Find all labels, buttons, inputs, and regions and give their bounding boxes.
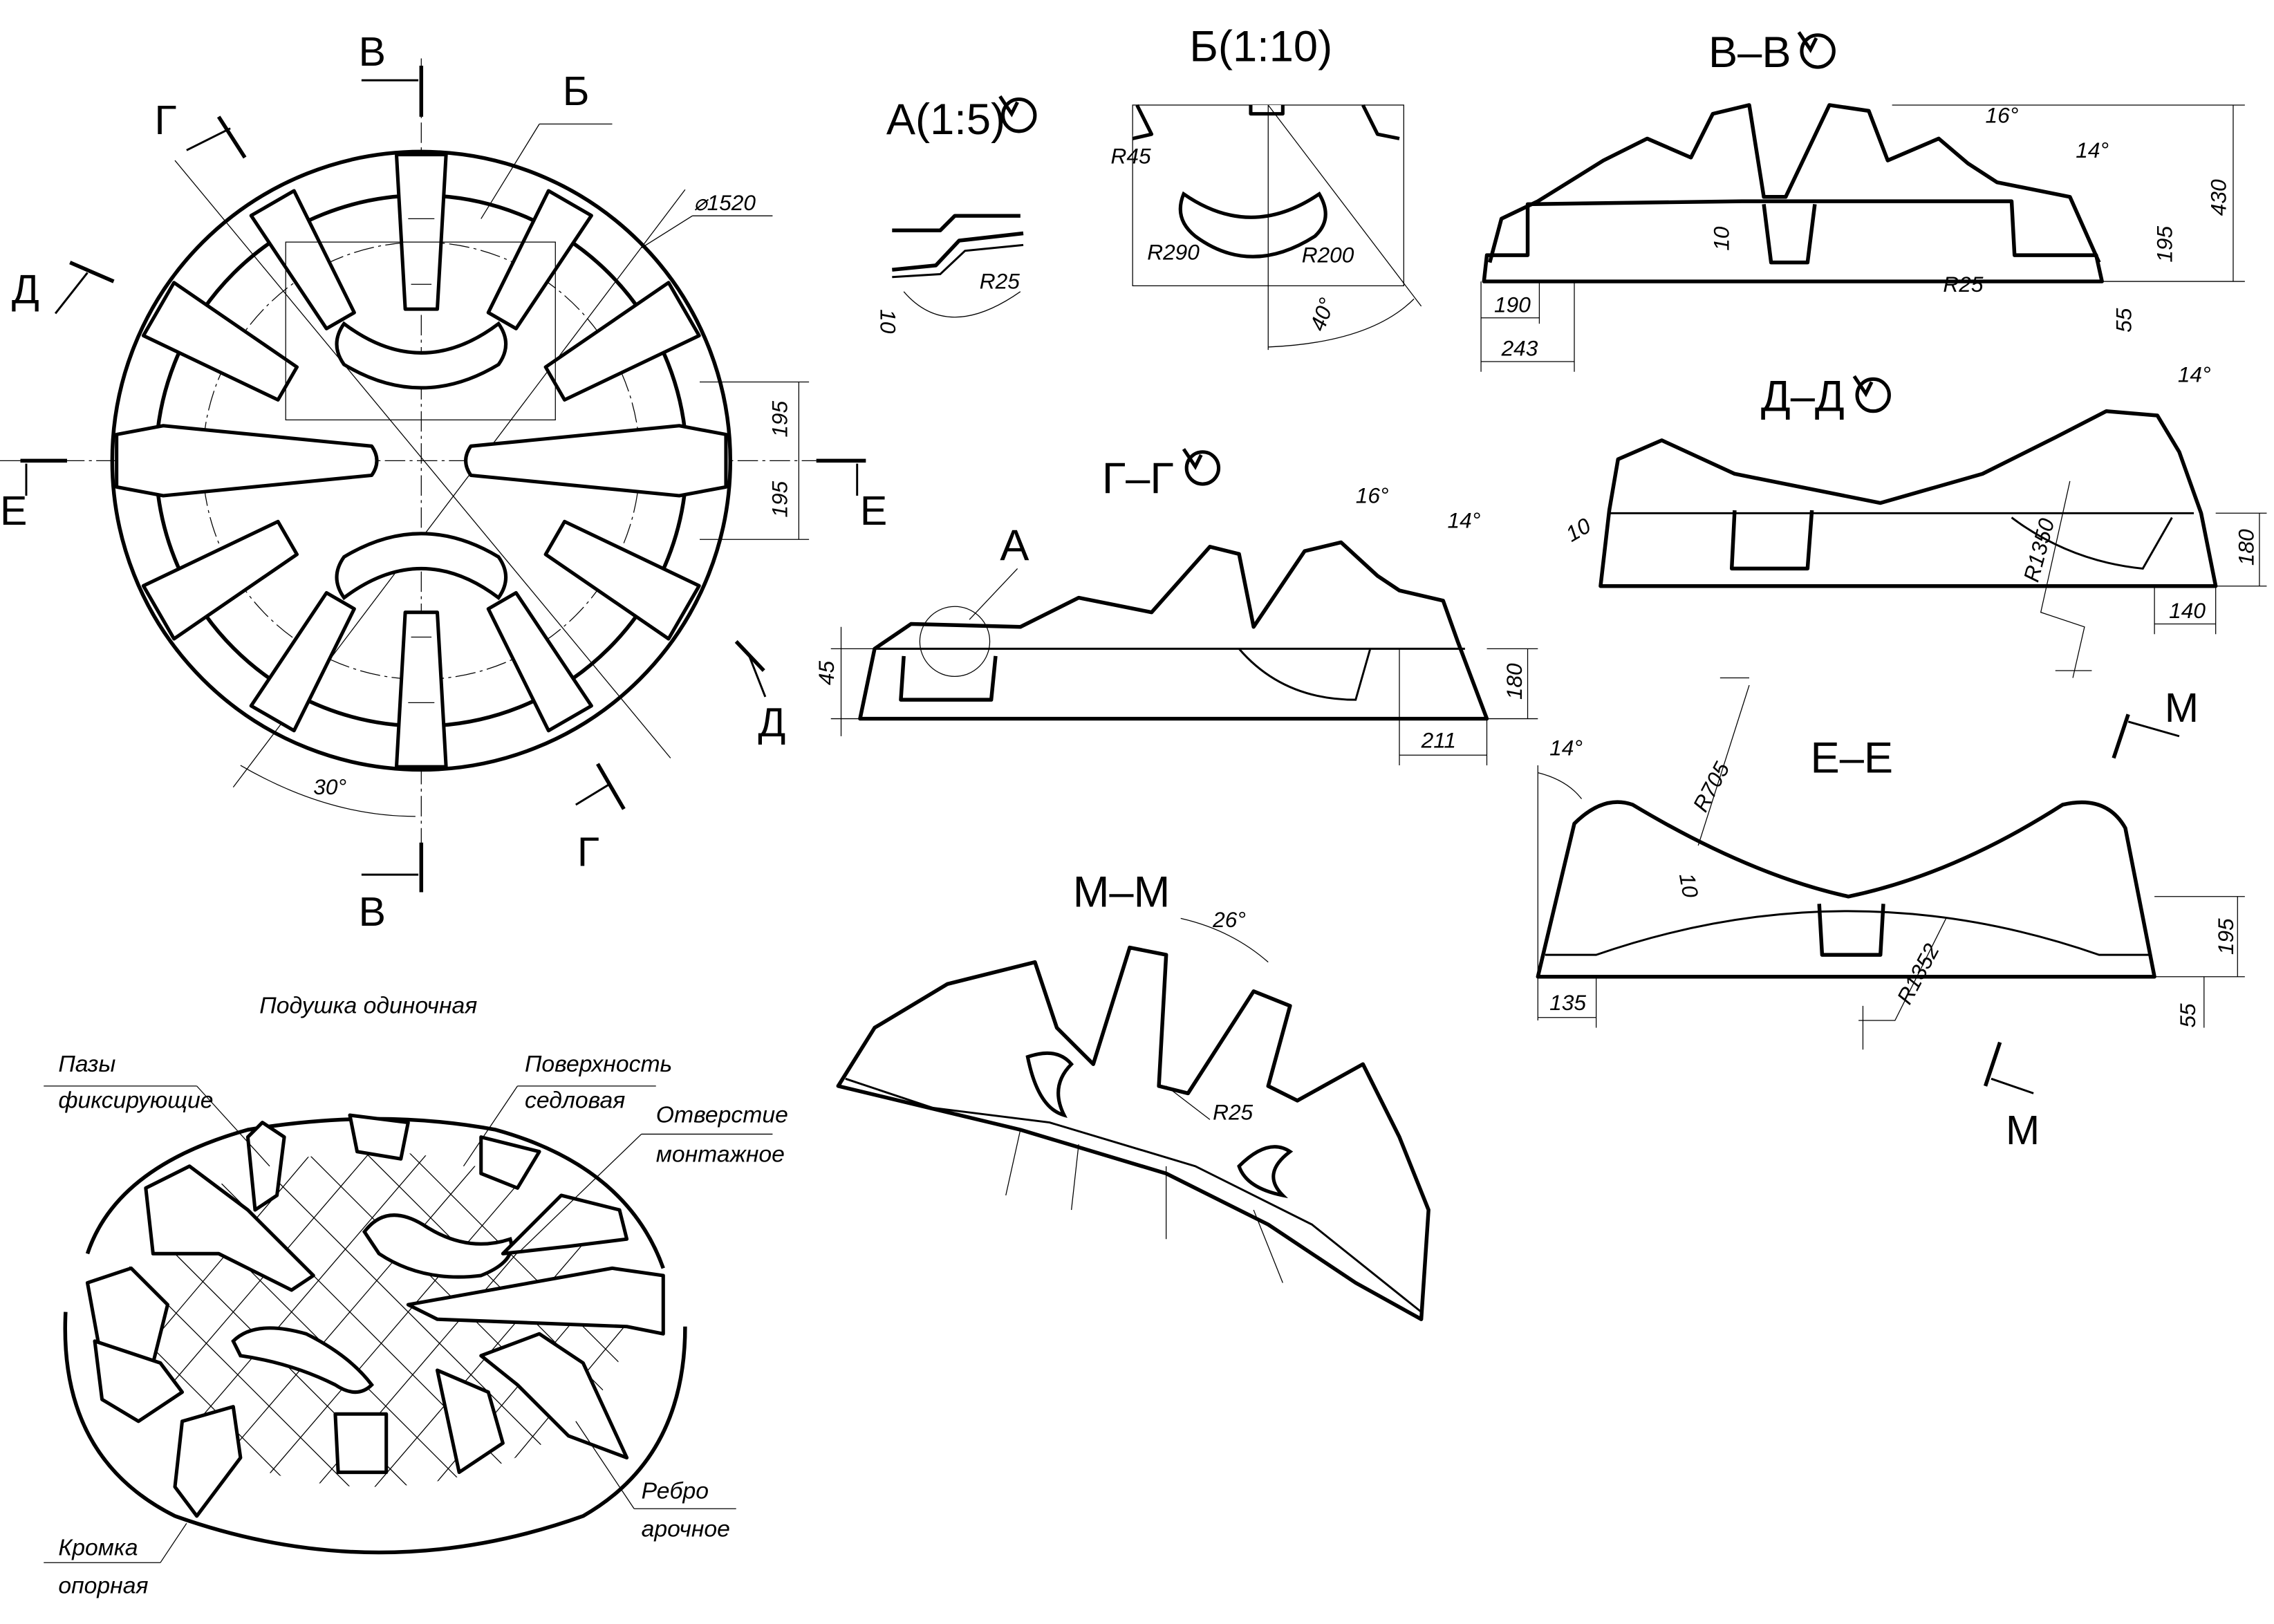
callout-edge-1: Кромка [58, 1535, 138, 1561]
mounting-hole-bottom [335, 532, 507, 601]
mark-d-right: Д [758, 700, 785, 745]
dim-dd-10: 10 [1561, 513, 1595, 547]
callout-rib-2: арочное [642, 1515, 730, 1542]
dim-ee-10: 10 [1675, 871, 1704, 899]
callout-b: Б [563, 68, 590, 114]
mark-g-top: Г [154, 97, 176, 143]
dim-mm-r25: R25 [1213, 1099, 1253, 1124]
dim-diameter: ⌀1520 [694, 190, 756, 215]
detail-b-frame [285, 241, 556, 420]
dim-gg-16: 16° [1356, 483, 1389, 508]
detail-a-title: А(1:5) [886, 95, 1005, 144]
dim-ee-r1352: R1352 [1892, 940, 1944, 1009]
dim-ee-14: 14° [1549, 735, 1583, 760]
dim-vv-10: 10 [1708, 226, 1733, 251]
dim-ee-195: 195 [2213, 918, 2238, 955]
section-mm: М–М 26° R25 [836, 868, 1430, 1321]
dim-a-r25: R25 [980, 269, 1020, 294]
dim-vv-243: 243 [1501, 336, 1538, 361]
mark-m-bottom: М [2006, 1108, 2040, 1153]
detail-b-title: Б(1:10) [1189, 23, 1332, 71]
iso-lugs [85, 1113, 665, 1518]
iso-hole-top [362, 1213, 514, 1279]
dim-vv-r25: R25 [1943, 272, 1983, 297]
dim-upper-195: 195 [767, 400, 792, 437]
dim-gg-14: 14° [1448, 507, 1481, 532]
support-edge [63, 1312, 687, 1555]
callout-grooves-2: фиксирующие [58, 1087, 213, 1113]
section-dd-title: Д–Д [1761, 373, 1845, 421]
detail-a-ref: А [1000, 521, 1029, 570]
plan-view: В В Г Г Д Д Е Е Б ⌀1520 195 195 30° [0, 29, 887, 935]
dim-b-r200: R200 [1302, 243, 1354, 268]
dim-dd-140: 140 [2169, 598, 2206, 623]
diagonal-line [174, 160, 671, 758]
section-gg-title: Г–Г [1102, 454, 1174, 503]
dim-b-r45: R45 [1111, 143, 1151, 168]
section-gg: Г–Г А 45 180 211 16° 14° [814, 449, 1538, 766]
mark-d-left: Д [12, 267, 39, 312]
mark-e-left: Е [0, 488, 27, 534]
mark-v-top: В [359, 29, 386, 75]
section-dd: Д–Д 180 140 14° 10 R1350 [1561, 362, 2267, 678]
dim-gg-180: 180 [1502, 663, 1527, 700]
dim-gg-211: 211 [1421, 728, 1456, 753]
dim-vv-14: 14° [2076, 138, 2109, 162]
dim-vv-430: 430 [2206, 179, 2230, 216]
section-vv: В–В 430 195 55 10 16° 14° R25 190 243 [1480, 28, 2245, 372]
spike-right [464, 424, 728, 498]
dim-vv-190: 190 [1494, 292, 1531, 317]
mark-v-bottom: В [359, 889, 386, 935]
dim-ee-135: 135 [1549, 990, 1586, 1015]
rotated-view-icon [1184, 449, 1219, 485]
section-m-marks: М М [1983, 685, 2199, 1153]
dim-ee-55: 55 [2175, 1003, 2200, 1028]
dim-mm-26: 26° [1212, 907, 1246, 932]
dim-dd-180: 180 [2233, 529, 2258, 566]
mark-g-bottom: Г [577, 830, 599, 875]
dim-dd-14: 14° [2178, 362, 2211, 387]
section-vv-title: В–В [1708, 28, 1791, 77]
callout-surface-2: седловая [525, 1087, 625, 1113]
section-ee-title: Е–Е [1811, 734, 1894, 783]
lugs [141, 153, 701, 769]
dim-b-40: 40° [1305, 295, 1339, 334]
callout-rib-1: Ребро [642, 1478, 709, 1504]
dim-a-10: 10 [875, 309, 900, 334]
detail-a: А(1:5) R25 10 [875, 95, 1034, 334]
section-ee: Е–Е 14° R705 10 195 55 135 R1352 [1536, 677, 2245, 1050]
mark-e-right: Е [860, 488, 887, 534]
dim-b-r290: R290 [1147, 239, 1200, 264]
mounting-hole-top [335, 321, 507, 390]
dim-vv-16: 16° [1986, 102, 2019, 127]
dim-ee-r705: R705 [1688, 758, 1734, 816]
dim-vv-55: 55 [2111, 308, 2136, 333]
rotated-view-icon [1854, 376, 1890, 411]
callout-hole-1: Отверстие [656, 1102, 788, 1128]
callout-grooves-1: Пазы [58, 1051, 115, 1077]
dim-gg-45: 45 [814, 660, 839, 685]
rotated-view-icon [1799, 32, 1834, 68]
callout-surface-1: Поверхность [525, 1051, 672, 1077]
callout-hole-2: монтажное [656, 1141, 785, 1168]
detail-b: Б(1:10) R45 R290 R200 40° [1111, 23, 1422, 351]
dim-angle-30: 30° [313, 774, 346, 799]
dim-lower-195: 195 [767, 480, 792, 517]
iso-hole-bottom [231, 1326, 374, 1394]
dim-vv-195: 195 [2152, 225, 2177, 262]
isometric-view: Подушка одиночная Пазы фик [44, 992, 788, 1599]
spike-left [115, 424, 379, 498]
iso-title: Подушка одиночная [259, 992, 477, 1018]
callout-edge-2: опорная [58, 1573, 148, 1599]
mark-m-top: М [2165, 685, 2199, 731]
section-mm-title: М–М [1073, 868, 1171, 917]
